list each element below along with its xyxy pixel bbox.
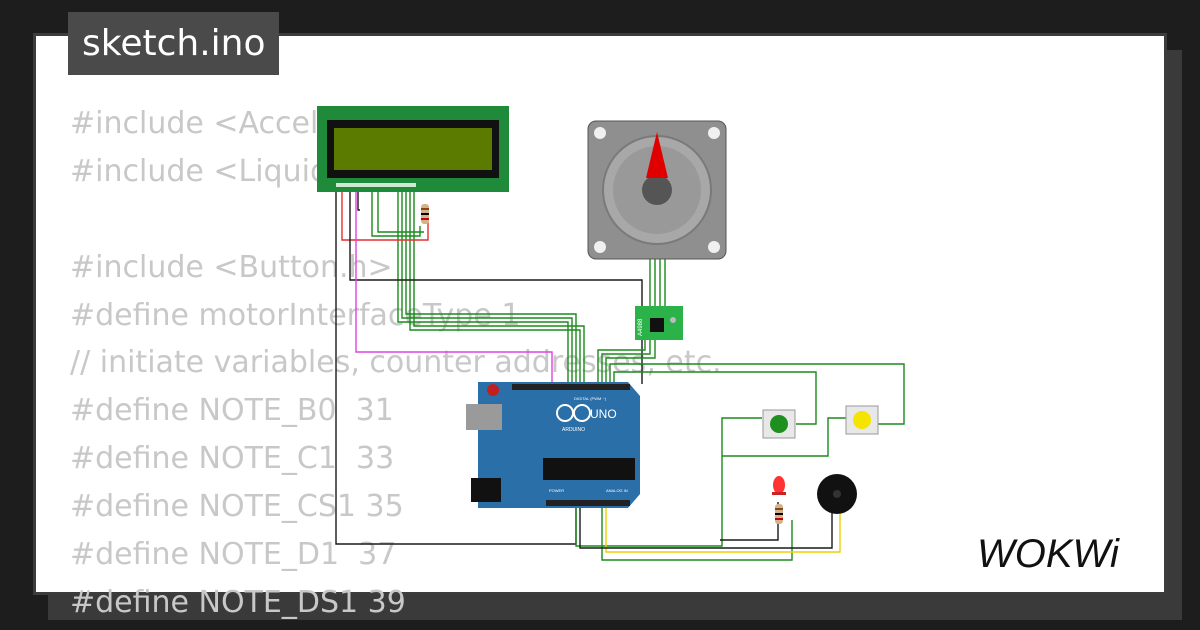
lcd-pin-labels xyxy=(336,183,416,187)
digital-header xyxy=(512,384,630,390)
stepper-driver[interactable]: A4988 xyxy=(635,306,683,340)
push-button-yellow[interactable] xyxy=(845,405,879,435)
wokwi-logo-text: WOKWi xyxy=(977,532,1120,576)
led-ground-wire xyxy=(720,502,779,541)
code-line: #define NOTE_D1 37 xyxy=(70,537,397,573)
power-header-label: POWER xyxy=(549,488,564,493)
led-wire xyxy=(601,506,793,561)
code-line: #define NOTE_C1 33 xyxy=(70,441,395,477)
analog-header xyxy=(546,500,630,506)
code-line: #include <AccelS xyxy=(70,106,338,141)
led-resistor xyxy=(775,504,783,524)
code-line: #include <Button.h> xyxy=(70,249,393,285)
usb-port xyxy=(466,404,502,430)
power-jack xyxy=(471,478,501,502)
push-button-green[interactable] xyxy=(762,409,796,439)
arduino-uno[interactable]: UNO ARDUINO DIGITAL (PWM ~) POWER ANALOG… xyxy=(466,382,640,508)
lcd-screen xyxy=(334,128,492,170)
buzzer[interactable] xyxy=(817,474,857,514)
code-line: #include <Liquid xyxy=(70,153,329,189)
digital-header-label: DIGITAL (PWM ~) xyxy=(574,396,607,401)
analog-header-label: ANALOG IN xyxy=(606,488,628,493)
wokwi-logo: WOKWi xyxy=(977,532,1120,576)
code-line: #define NOTE_B0 31 xyxy=(70,393,394,429)
code-line: #define NOTE_CS1 35 xyxy=(70,489,404,525)
wires xyxy=(335,190,905,561)
motor-needle-icon xyxy=(646,132,668,178)
code-line: #define NOTE_DS1 39 xyxy=(70,584,406,620)
reset-button[interactable] xyxy=(487,384,499,396)
stepper-wires xyxy=(597,258,666,384)
code-line: // initiate variables, counter addresses… xyxy=(70,345,722,381)
buzzer-signal-wire xyxy=(605,506,841,553)
lcd-display[interactable] xyxy=(317,106,509,192)
file-name-tab[interactable]: sketch.ino xyxy=(68,12,280,75)
red-led[interactable] xyxy=(772,476,786,495)
motor-shaft xyxy=(642,175,672,205)
stepper-motor[interactable] xyxy=(587,120,727,260)
lcd-data-wires xyxy=(371,190,585,384)
lcd-rs-wire xyxy=(355,190,553,384)
code-listing: #include <AccelS #include <Liquid #include… xyxy=(70,100,722,627)
board-model: UNO xyxy=(590,407,617,421)
driver-label: A4988 xyxy=(638,318,644,336)
lcd-power-wire xyxy=(341,190,429,241)
buzzer-ground-wire xyxy=(579,506,833,549)
lcd-resistor xyxy=(421,204,429,224)
code-line: #define motorInterfaceType 1 xyxy=(70,297,521,333)
board-brand: ARDUINO xyxy=(562,427,585,433)
atmega-chip xyxy=(543,458,635,480)
button-wires xyxy=(575,363,905,547)
lcd-rw-wire xyxy=(357,190,360,211)
